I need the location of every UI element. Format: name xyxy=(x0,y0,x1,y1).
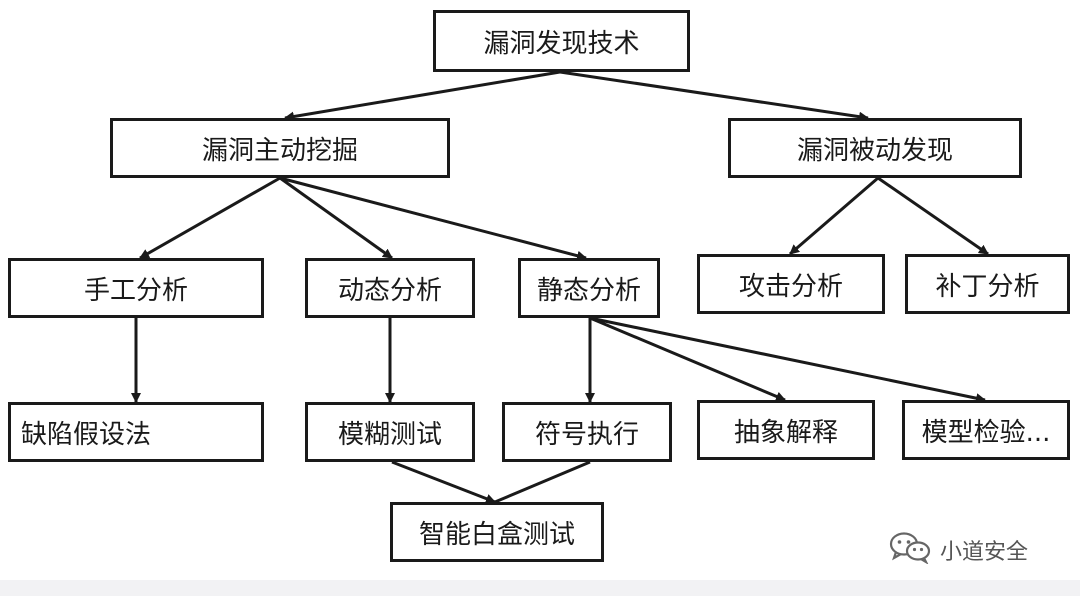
edge-static-to-abstract xyxy=(589,316,786,402)
edge-static-to-model xyxy=(589,316,986,404)
node-manual: 手工分析 xyxy=(8,258,264,318)
node-abstract: 抽象解释 xyxy=(697,400,875,460)
node-active: 漏洞主动挖掘 xyxy=(110,118,450,178)
node-fuzzing: 模糊测试 xyxy=(305,402,475,462)
diagram-edges xyxy=(131,70,989,504)
edge-fuzzing-to-whitebox xyxy=(391,460,496,504)
node-passive: 漏洞被动发现 xyxy=(728,118,1022,178)
node-patch: 补丁分析 xyxy=(905,254,1070,314)
node-static: 静态分析 xyxy=(518,258,660,318)
node-symbolic: 符号执行 xyxy=(502,402,672,462)
edge-root-to-active xyxy=(284,70,561,122)
edge-root-to-passive xyxy=(559,70,869,122)
edge-passive-to-patch xyxy=(877,176,989,256)
node-smart-whitebox: 智能白盒测试 xyxy=(390,502,604,562)
edge-passive-to-attack xyxy=(789,176,879,256)
node-model-check: 模型检验... xyxy=(902,400,1070,460)
edge-active-to-dynamic xyxy=(279,176,393,260)
watermark-text: 小道安全 xyxy=(940,540,1029,565)
node-root: 漏洞发现技术 xyxy=(433,10,690,72)
wechat-icon xyxy=(888,530,932,570)
node-dynamic: 动态分析 xyxy=(305,258,475,318)
node-attack: 攻击分析 xyxy=(697,254,885,314)
edge-active-to-manual xyxy=(139,176,281,260)
edge-active-to-static xyxy=(279,176,587,261)
bottom-bar xyxy=(0,580,1080,596)
watermark: 小道安全 xyxy=(888,530,1028,570)
edge-symbolic-to-whitebox xyxy=(494,460,591,504)
vulnerability-discovery-diagram: 漏洞发现技术 漏洞主动挖掘 漏洞被动发现 手工分析 动态分析 静态分析 攻击分析… xyxy=(8,10,1070,562)
node-flaw-hypothesis: 缺陷假设法 xyxy=(8,402,264,462)
